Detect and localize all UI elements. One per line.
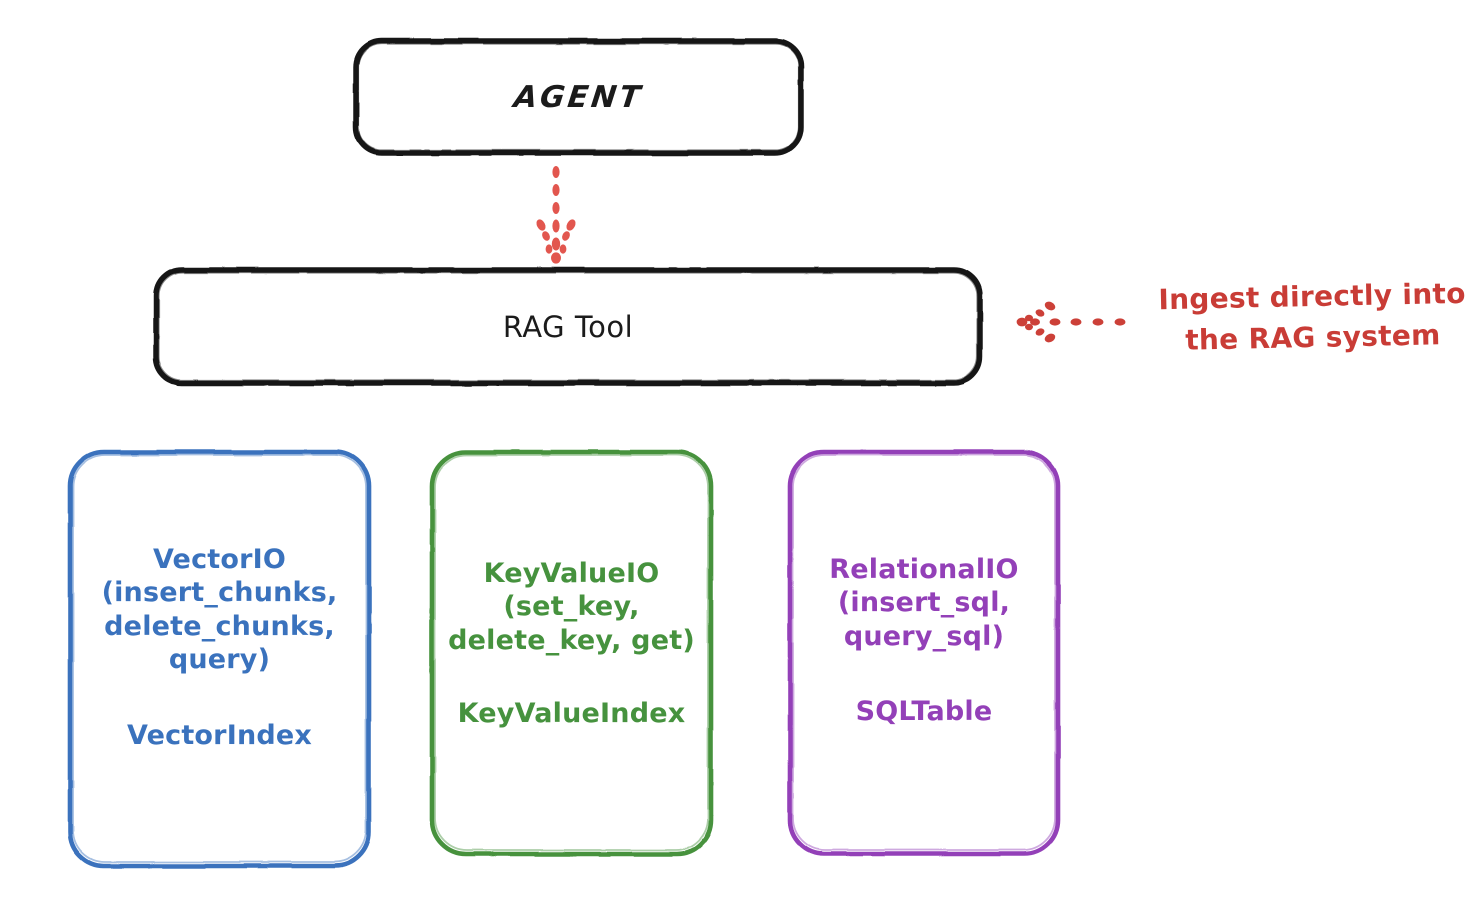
relational-io-node[interactable]: RelationalIO (insert_sql, query_sql) SQL…: [788, 450, 1060, 856]
ingest-annotation-label: Ingest directly into the RAG system: [1158, 276, 1467, 357]
relational-io-api-label: RelationalIO (insert_sql, query_sql): [829, 554, 1019, 652]
agent-box-outline: [353, 38, 804, 156]
rag-tool-label: RAG Tool: [502, 309, 634, 344]
rag-tool-node[interactable]: RAG Tool: [155, 269, 981, 384]
vector-index-label: VectorIndex: [126, 719, 313, 751]
keyvalue-io-node[interactable]: KeyValueIO (set_key, delete_key, get) Ke…: [430, 450, 713, 856]
keyvalue-index-label: KeyValueIndex: [457, 698, 686, 730]
agent-node[interactable]: AGENT: [355, 40, 802, 154]
vector-io-api-label: VectorIO (insert_chunks, delete_chunks, …: [101, 544, 338, 676]
agent-to-rag-arrow: [536, 166, 576, 264]
relational-box-outline: [787, 449, 1061, 857]
keyvalue-box-outline: [429, 449, 714, 857]
agent-label: AGENT: [511, 79, 646, 115]
vector-io-node[interactable]: VectorIO (insert_chunks, delete_chunks, …: [68, 450, 371, 868]
rag-tool-box-outline: [153, 267, 983, 386]
sql-table-label: SQLTable: [855, 696, 993, 728]
ingest-arrow: [1016, 301, 1126, 343]
keyvalue-io-api-label: KeyValueIO (set_key, delete_key, get): [448, 558, 695, 656]
vector-box-outline: [67, 449, 372, 869]
